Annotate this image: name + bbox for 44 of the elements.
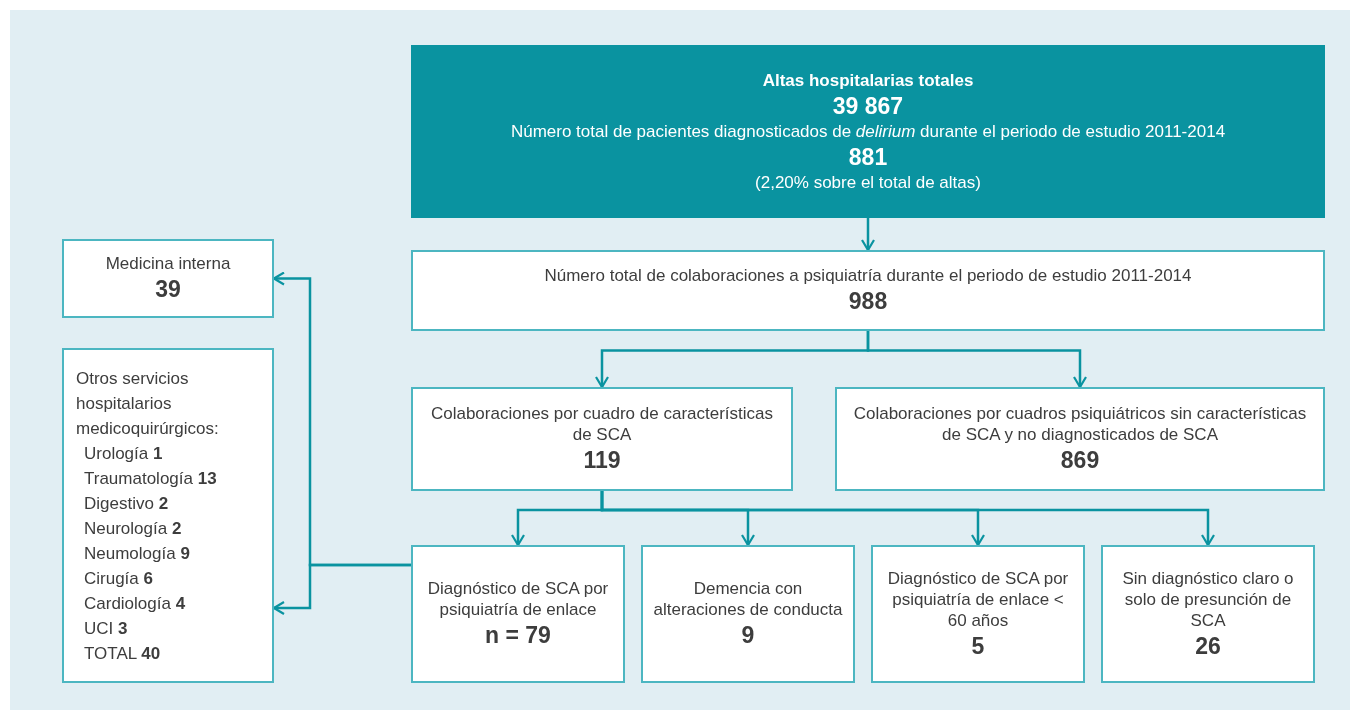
process-box: [411, 545, 625, 683]
box-text: Colaboraciones por cuadros psiquiátricos sin características de SCA y no diagnosticados de SCA: [852, 403, 1308, 445]
process-box: [62, 348, 274, 683]
count-value: 39: [155, 275, 181, 304]
box-text: Diagnóstico de SCA por psiquiatría de enlace < 60 años: [886, 567, 1070, 631]
arrow: [860, 218, 876, 252]
process-box: [411, 387, 793, 491]
count-value: n = 79: [485, 621, 551, 650]
box-text: Medicina interna: [105, 253, 231, 274]
box-text: Demencia con alteraciones de conducta: [652, 578, 844, 620]
count-value: 9: [741, 621, 755, 650]
list-item: Urología 1: [83, 442, 163, 465]
box-text: Diagnóstico de SCA por psiquiatría de enlace: [426, 578, 610, 620]
list-item: Digestivo 2: [83, 492, 169, 515]
box-text: Colaboraciones por cuadro de características de SCA: [429, 403, 775, 445]
process-box: [641, 545, 855, 683]
arrow: [866, 331, 1088, 389]
count-value: 119: [583, 446, 621, 475]
list-item: Neumología 9: [83, 542, 190, 565]
count-value: 26: [1195, 631, 1221, 661]
header-box: [411, 45, 1325, 218]
process-box: [62, 239, 274, 318]
count-value: 988: [848, 287, 888, 316]
list-item: UCI 3: [83, 617, 128, 640]
list-item: TOTAL 40: [83, 642, 161, 665]
list-item: Cardiología 4: [83, 592, 186, 615]
count-value: 5: [971, 631, 985, 661]
list-item: Neurología 2: [83, 517, 182, 540]
process-box: [871, 545, 1085, 683]
arrow: [600, 491, 1216, 547]
box-text: Otros servicios hospitalarios medicoquirúrgicos:: [76, 367, 220, 440]
process-box: [1101, 545, 1315, 683]
box-text: Número total de colaboraciones a psiquiatría durante el periodo de estudio 2011-2014: [544, 265, 1192, 286]
process-box: [411, 250, 1325, 331]
count-value: 869: [1060, 446, 1100, 475]
count-value: 39 867: [832, 92, 904, 121]
count-value: 881: [848, 143, 888, 172]
box-text: (2,20% sobre el total de altas): [755, 172, 981, 193]
process-box: [835, 387, 1325, 491]
box-text: Número total de pacientes diagnosticados de delirium durante el periodo de estudio 2011-2014: [510, 121, 1226, 142]
box-text: Altas hospitalarias totales: [762, 70, 974, 91]
box-text: Sin diagnóstico claro o solo de presunción de SCA: [1121, 567, 1295, 631]
list-item: Cirugía 6: [83, 567, 153, 590]
list-item: Traumatología 13: [83, 467, 217, 490]
